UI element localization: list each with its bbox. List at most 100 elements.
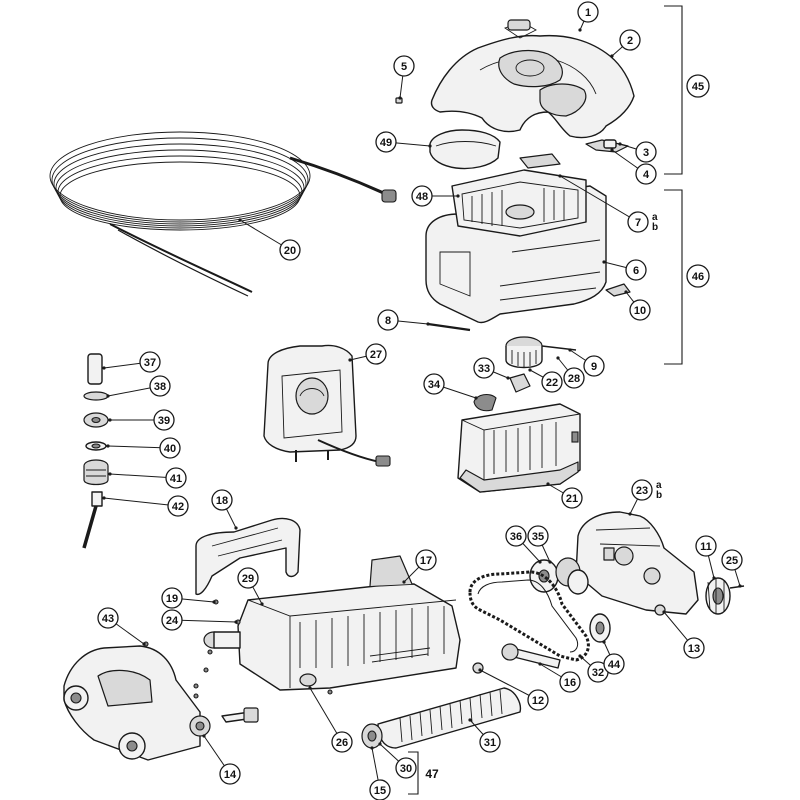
callout-27: 27 [365, 343, 387, 365]
callout-29: 29 [237, 567, 259, 589]
leader-dot-17 [402, 580, 406, 584]
callout-circle [375, 131, 397, 153]
callout-number: 2 [627, 35, 633, 47]
callout-number: 27 [370, 349, 382, 361]
callout-circle [473, 357, 495, 379]
callout-number: 17 [420, 555, 432, 567]
callout-number: 43 [102, 613, 114, 625]
motor-block-part [457, 403, 581, 493]
leader-dot-30 [378, 742, 382, 746]
group-circle [686, 264, 710, 288]
callout-circle [161, 587, 183, 609]
callout-circle [139, 351, 161, 373]
leader-dot-3 [618, 142, 622, 146]
callout-circle [279, 239, 301, 261]
callout-number: 48 [416, 191, 428, 203]
callout-circle [577, 1, 599, 23]
callout-number: 32 [592, 667, 604, 679]
callout-number: 8 [385, 315, 391, 327]
callout-number: 35 [532, 531, 544, 543]
callout-number: 1 [585, 7, 591, 19]
drive-side-part [575, 511, 745, 616]
callout-number: 21 [566, 493, 578, 505]
callout-48: 48 [411, 185, 433, 207]
leader-line-41 [109, 473, 177, 479]
callout-number: 37 [144, 357, 156, 369]
leader-dot-33 [506, 376, 510, 380]
callout-circle [395, 757, 417, 779]
callout-17: 17 [415, 549, 437, 571]
callout-circle [161, 609, 183, 631]
callout-circle [627, 211, 649, 233]
callout-circle [211, 489, 233, 511]
leader-dot-39 [108, 418, 112, 422]
callout-circle [393, 55, 415, 77]
callout-circle [563, 367, 585, 389]
leader-dot-49 [428, 144, 432, 148]
callout-number: 42 [172, 501, 184, 513]
leader-dot-22 [528, 368, 532, 372]
group-number: 47 [425, 767, 439, 781]
leader-line-7 [559, 175, 639, 223]
callout-number: 16 [564, 677, 576, 689]
callout-8: 8 [377, 309, 399, 331]
callout-number: 19 [166, 593, 178, 605]
callout-circle [423, 373, 445, 395]
callout-circle [625, 259, 647, 281]
callout-number: 29 [242, 573, 254, 585]
callout-number: 18 [216, 495, 228, 507]
leader-dot-31 [468, 718, 472, 722]
callout-16: 16 [559, 671, 581, 693]
callout-12: 12 [527, 689, 549, 711]
washer-part [472, 662, 484, 674]
callout-19: 19 [161, 587, 183, 609]
group-label-45: 45 [686, 74, 710, 98]
callout-number: 39 [158, 415, 170, 427]
callout-number: 25 [726, 555, 738, 567]
leader-dot-28 [556, 356, 560, 360]
callout-37: 37 [139, 351, 161, 373]
callout-circle [97, 607, 119, 629]
callout-circle [683, 637, 705, 659]
callout-24: 24 [161, 609, 183, 631]
clip-part [605, 283, 631, 297]
bracket-46 [664, 189, 683, 365]
callout-circle [479, 731, 501, 753]
leader-dot-19 [212, 600, 216, 604]
callout-circle [559, 671, 581, 693]
callout-4: 4 [635, 163, 657, 185]
leader-dot-11 [712, 576, 716, 580]
callout-number: 10 [634, 305, 646, 317]
handle-part [195, 517, 301, 596]
group-label-47: 47 [425, 767, 439, 781]
callout-circle [635, 141, 657, 163]
group-number: 46 [692, 271, 704, 283]
callout-number: 28 [568, 373, 580, 385]
callout-number: 34 [428, 379, 441, 391]
connector-part [473, 373, 531, 412]
callout-6: 6 [625, 259, 647, 281]
pin-part [427, 322, 471, 332]
callout-circle [237, 567, 259, 589]
callout-circle [541, 371, 563, 393]
callout-41: 41 [165, 467, 187, 489]
leader-dot-12 [478, 668, 482, 672]
leader-dot-16 [538, 662, 542, 666]
leader-dot-13 [662, 610, 666, 614]
group-number: 45 [692, 81, 704, 93]
callout-number: 40 [164, 443, 176, 455]
leader-dot-7 [558, 174, 562, 178]
leader-line-12 [479, 669, 539, 701]
callout-number: 20 [284, 245, 296, 257]
leader-dot-6 [602, 260, 606, 264]
leader-dot-35 [548, 560, 552, 564]
callout-circle [629, 299, 651, 321]
callout-10: 10 [629, 299, 651, 321]
callout-2: 2 [619, 29, 641, 51]
callout-circle [153, 409, 175, 431]
callout-31: 31 [479, 731, 501, 753]
callout-number: 23 [636, 485, 648, 497]
group-circle [686, 74, 710, 98]
